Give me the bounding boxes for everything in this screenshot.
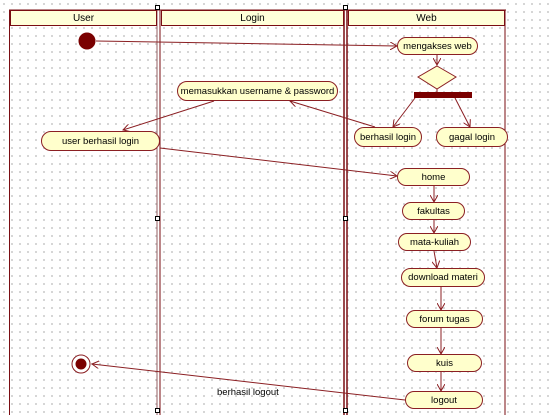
activity-memasukkan-username-password[interactable]: memasukkan username & password — [177, 81, 338, 101]
activity-home[interactable]: home — [397, 168, 470, 186]
decision-diamond[interactable] — [417, 65, 457, 90]
fork-bar[interactable] — [414, 92, 472, 98]
selection-handle[interactable] — [343, 5, 348, 10]
activity-mata-kuliah[interactable]: mata-kuliah — [398, 233, 471, 251]
lane-header-user[interactable]: User — [10, 10, 157, 26]
edge-start-to-akses — [95, 40, 397, 46]
edge-logout-to-end — [92, 364, 406, 401]
selection-handle[interactable] — [343, 216, 348, 221]
activity-download-materi[interactable]: download materi — [401, 268, 485, 287]
edge-bar-to-berhasil — [393, 97, 416, 127]
lane-header-web[interactable]: Web — [348, 10, 505, 26]
activity-gagal-login[interactable]: gagal login — [436, 127, 508, 147]
edge-label-berhasil-logout: berhasil logout — [217, 387, 279, 398]
activity-berhasil-login[interactable]: berhasil login — [354, 127, 422, 147]
activity-logout[interactable]: logout — [405, 391, 483, 409]
activity-user-berhasil-login[interactable]: user berhasil login — [41, 131, 160, 151]
activity-kuis[interactable]: kuis — [407, 354, 482, 372]
activity-fakultas[interactable]: fakultas — [402, 202, 465, 220]
final-node-core — [75, 358, 87, 370]
activity-forum-tugas[interactable]: forum tugas — [406, 310, 483, 328]
edge-berhasil-to-memasukkan — [290, 101, 376, 128]
selection-handle[interactable] — [343, 408, 348, 413]
edges — [92, 40, 470, 401]
edge-user-login-to-home — [159, 147, 397, 176]
selection-handle[interactable] — [155, 408, 160, 413]
edge-memasukkan-to-user-login — [123, 100, 215, 130]
lane-borders — [9, 9, 506, 415]
selection-handle[interactable] — [155, 5, 160, 10]
edge-bar-to-gagal — [454, 97, 470, 127]
edge-matakuliah-to-download — [434, 250, 437, 268]
activity-mengakses-web[interactable]: mengakses web — [397, 37, 478, 55]
initial-node[interactable] — [78, 32, 96, 50]
selection-handle[interactable] — [155, 216, 160, 221]
lane-header-login[interactable]: Login — [161, 10, 344, 26]
